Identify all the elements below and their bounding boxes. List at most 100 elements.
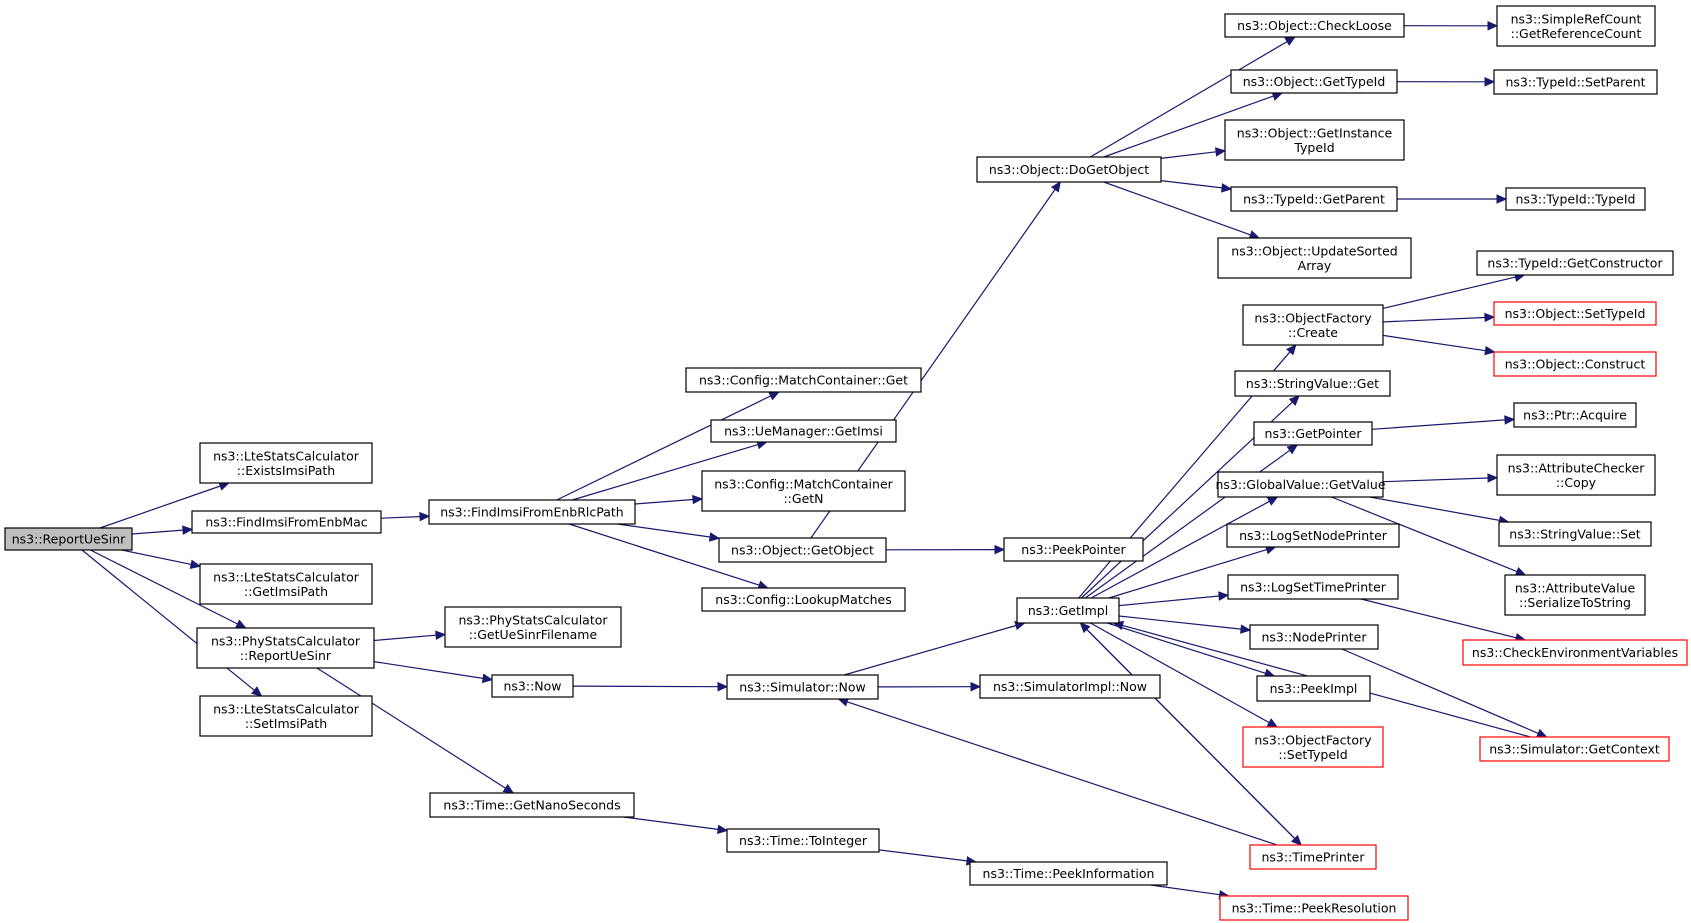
node-label-line: ns3::TimePrinter	[1262, 850, 1366, 865]
node-get-imsi-path[interactable]: ns3::LteStatsCalculator::GetImsiPath	[199, 563, 373, 605]
node-ue-manager-get-imsi[interactable]: ns3::UeManager::GetImsi	[710, 419, 897, 443]
node-label-line: ns3::FindImsiFromEnbMac	[205, 515, 367, 530]
node-label-line: ns3::Time::ToInteger	[739, 833, 868, 848]
node-object-do-get-object[interactable]: ns3::Object::DoGetObject	[976, 156, 1162, 183]
node-find-imsi-from-enb-mac[interactable]: ns3::FindImsiFromEnbMac	[191, 510, 382, 534]
node-label-line: ns3::Object::DoGetObject	[989, 162, 1149, 177]
node-simple-ref-count-get-reference-count[interactable]: ns3::SimpleRefCount::GetReferenceCount	[1496, 5, 1656, 47]
node-label-line: ns3::Time::GetNanoSeconds	[443, 798, 620, 813]
node-ptr-acquire[interactable]: ns3::Ptr::Acquire	[1513, 402, 1637, 428]
call-edge-object_get_type_id-to-type_id_set_parent	[1396, 77, 1496, 87]
node-label-line: ns3::Object::SetTypeId	[1505, 306, 1646, 321]
node-simulator-now[interactable]: ns3::Simulator::Now	[726, 674, 879, 700]
call-edge-phy_report_ue_sinr-to-time_get_nano_seconds	[316, 667, 515, 794]
call-edge-object_factory_create-to-object_construct	[1382, 334, 1496, 356]
node-label-line: ns3::PhyStatsCalculator	[458, 612, 608, 627]
node-attribute-checker-copy[interactable]: ns3::AttributeChecker::Copy	[1496, 454, 1656, 496]
node-label-line: ns3::AttributeValue	[1515, 580, 1636, 595]
node-peek-impl[interactable]: ns3::PeekImpl	[1256, 675, 1371, 702]
node-log-set-node-printer[interactable]: ns3::LogSetNodePrinter	[1226, 523, 1400, 548]
node-object-check-loose[interactable]: ns3::Object::CheckLoose	[1224, 13, 1405, 38]
node-set-imsi-path[interactable]: ns3::LteStatsCalculator::SetImsiPath	[199, 695, 373, 737]
node-type-id-set-parent[interactable]: ns3::TypeId::SetParent	[1493, 69, 1658, 95]
node-phy-report-ue-sinr[interactable]: ns3::PhyStatsCalculator::ReportUeSinr	[196, 627, 375, 669]
node-label-line: ns3::Simulator::Now	[739, 680, 866, 695]
node-match-container-get-n[interactable]: ns3::Config::MatchContainer::GetN	[701, 470, 906, 512]
node-label-line: ns3::SimulatorImpl::Now	[993, 679, 1147, 694]
node-type-id-get-constructor[interactable]: ns3::TypeId::GetConstructor	[1476, 250, 1674, 276]
node-label-line: ::SerializeToString	[1519, 595, 1631, 610]
node-simulator-get-context[interactable]: ns3::Simulator::GetContext	[1479, 736, 1670, 762]
call-edge-simulator_now-to-get_impl	[843, 620, 1026, 676]
node-node-printer[interactable]: ns3::NodePrinter	[1249, 624, 1379, 650]
node-label-line: ns3::Time::PeekResolution	[1232, 901, 1397, 916]
node-label-line: ::ExistsImsiPath	[237, 463, 335, 478]
node-label-line: ns3::Ptr::Acquire	[1523, 408, 1627, 423]
node-label-line: ns3::PhyStatsCalculator	[211, 633, 361, 648]
node-label-line: ns3::AttributeChecker	[1508, 460, 1646, 475]
node-string-value-get[interactable]: ns3::StringValue::Get	[1234, 370, 1391, 397]
node-object-construct[interactable]: ns3::Object::Construct	[1493, 351, 1657, 377]
node-time-peek-information[interactable]: ns3::Time::PeekInformation	[969, 861, 1168, 886]
node-time-printer[interactable]: ns3::TimePrinter	[1249, 844, 1377, 870]
node-string-value-set[interactable]: ns3::StringValue::Set	[1498, 521, 1652, 547]
node-object-get-object[interactable]: ns3::Object::GetObject	[718, 537, 887, 563]
node-object-factory-set-type-id[interactable]: ns3::ObjectFactory::SetTypeId	[1242, 726, 1384, 768]
call-edge-time_printer-to-simulator_now	[837, 697, 1278, 846]
node-get-ue-sinr-filename[interactable]: ns3::PhyStatsCalculator::GetUeSinrFilena…	[444, 606, 622, 648]
node-label-line: ::GetN	[783, 491, 823, 506]
call-edge-object_check_loose-to-simple_ref_count_get_reference_count	[1403, 21, 1499, 31]
node-match-container-get[interactable]: ns3::Config::MatchContainer::Get	[685, 367, 922, 393]
call-edge-get_impl-to-node_printer	[1118, 615, 1252, 634]
node-object-get-type-id[interactable]: ns3::Object::GetTypeId	[1230, 69, 1398, 94]
node-attribute-value-serialize-to-string[interactable]: ns3::AttributeValue::SerializeToString	[1504, 574, 1646, 616]
node-time-get-nano-seconds[interactable]: ns3::Time::GetNanoSeconds	[429, 792, 635, 818]
node-simulator-impl-now[interactable]: ns3::SimulatorImpl::Now	[979, 674, 1161, 699]
node-label-line: ns3::Object::GetTypeId	[1243, 74, 1386, 89]
node-object-factory-create[interactable]: ns3::ObjectFactory::Create	[1242, 304, 1384, 346]
call-edge-object_get_object-to-peek_pointer	[885, 544, 1006, 555]
call-edge-object_factory_create-to-object_set_type_id	[1382, 312, 1496, 323]
node-label-line: ns3::UeManager::GetImsi	[724, 424, 883, 439]
node-now[interactable]: ns3::Now	[491, 674, 574, 698]
call-edge-type_id_get_parent-to-type_id_type_id	[1397, 194, 1508, 204]
node-report-ue-sinr-root[interactable]: ns3::ReportUeSinr	[4, 527, 133, 551]
call-edge-find_imsi_from_enb_rlc_path-to-match_container_get_n	[634, 494, 704, 505]
node-label-line: ns3::PeekImpl	[1270, 681, 1358, 696]
node-type-id-type-id[interactable]: ns3::TypeId::TypeId	[1505, 187, 1646, 211]
node-config-lookup-matches[interactable]: ns3::Config::LookupMatches	[701, 587, 906, 612]
call-edge-time_printer-to-get_impl	[1079, 622, 1302, 846]
node-label-line: ns3::LteStatsCalculator	[213, 701, 360, 716]
node-global-value-get-value[interactable]: ns3::GlobalValue::GetValue	[1215, 471, 1386, 498]
node-exists-imsi-path[interactable]: ns3::LteStatsCalculator::ExistsImsiPath	[199, 442, 373, 484]
node-label-line: ns3::LogSetNodePrinter	[1239, 528, 1388, 543]
node-label-line: ns3::ReportUeSinr	[12, 532, 126, 547]
node-label-line: ns3::Object::GetObject	[731, 543, 874, 558]
node-label-line: Array	[1298, 258, 1332, 273]
call-edge-find_imsi_from_enb_rlc_path-to-object_get_object	[617, 523, 721, 542]
node-label-line: ::GetUeSinrFilename	[469, 627, 598, 642]
node-label-line: ns3::Object::GetInstance	[1237, 125, 1393, 140]
call-edge-now-to-simulator_now	[572, 681, 729, 692]
call-edge-find_imsi_from_enb_mac-to-find_imsi_from_enb_rlc_path	[380, 511, 431, 522]
node-get-pointer[interactable]: ns3::GetPointer	[1253, 421, 1373, 446]
node-type-id-get-parent[interactable]: ns3::TypeId::GetParent	[1230, 186, 1398, 212]
node-label-line: ns3::PeekPointer	[1021, 542, 1126, 557]
node-peek-pointer[interactable]: ns3::PeekPointer	[1003, 537, 1144, 562]
node-object-set-type-id[interactable]: ns3::Object::SetTypeId	[1493, 301, 1657, 326]
node-check-environment-variables[interactable]: ns3::CheckEnvironmentVariables	[1462, 639, 1688, 666]
node-label-line: TypeId	[1293, 140, 1334, 155]
node-find-imsi-from-enb-rlc-path[interactable]: ns3::FindImsiFromEnbRlcPath	[428, 499, 636, 525]
node-label-line: ::ReportUeSinr	[240, 648, 332, 663]
node-label-line: ns3::TypeId::SetParent	[1505, 75, 1645, 90]
call-edge-simulator_now-to-simulator_impl_now	[877, 681, 982, 692]
node-time-peek-resolution[interactable]: ns3::Time::PeekResolution	[1219, 895, 1409, 921]
node-label-line: ns3::TypeId::GetParent	[1243, 192, 1385, 207]
node-time-to-integer[interactable]: ns3::Time::ToInteger	[726, 828, 880, 853]
node-log-set-time-printer[interactable]: ns3::LogSetTimePrinter	[1227, 574, 1399, 600]
call-edge-get_pointer-to-ptr_acquire	[1371, 415, 1516, 430]
node-get-impl[interactable]: ns3::GetImpl	[1016, 597, 1120, 624]
